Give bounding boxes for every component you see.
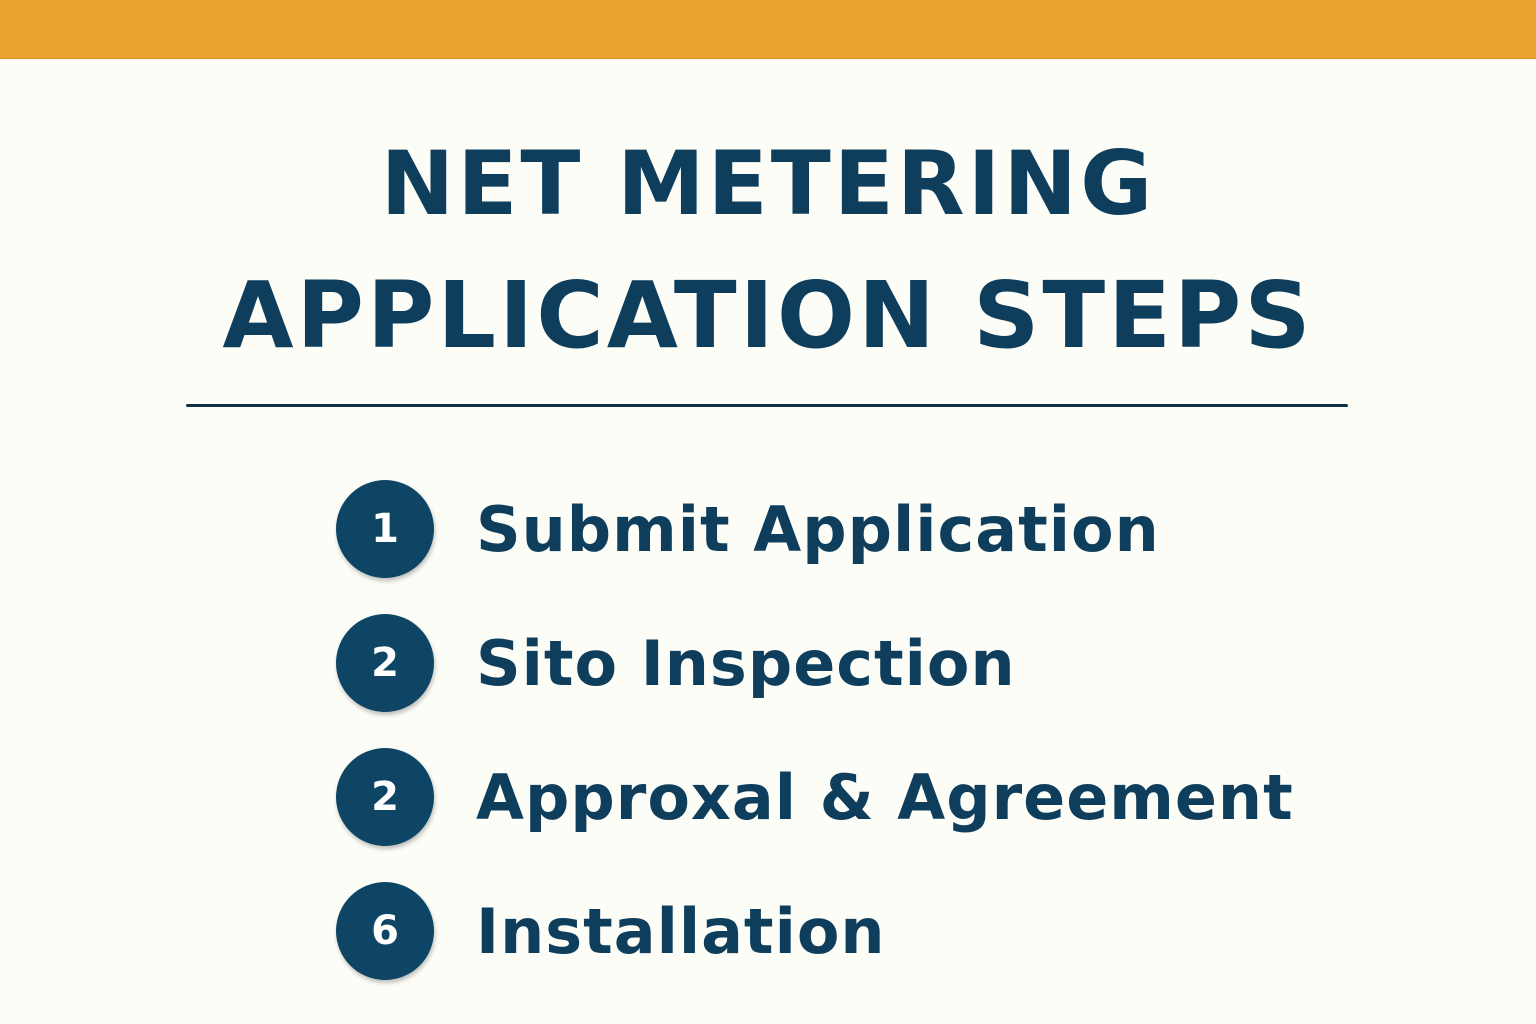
title-line-2: APPLICATION STEPS: [222, 262, 1314, 369]
title-divider: [186, 404, 1348, 407]
title-line-1: NET METERING: [380, 132, 1156, 235]
steps-list: 1 Submit Application 2 Sito Inspection 2…: [336, 462, 1294, 998]
step-number-badge: 1: [336, 480, 434, 578]
step-number-badge: 2: [336, 614, 434, 712]
page-title: NET METERING APPLICATION STEPS: [0, 118, 1536, 382]
step-item: 2 Sito Inspection: [336, 596, 1294, 730]
step-label: Sito Inspection: [476, 626, 1016, 700]
step-item: 6 Installation: [336, 864, 1294, 998]
top-accent-bar: [0, 0, 1536, 59]
step-label: Submit Application: [476, 492, 1160, 566]
step-number-badge: 6: [336, 882, 434, 980]
step-number-badge: 2: [336, 748, 434, 846]
step-item: 2 Approxal & Agreement: [336, 730, 1294, 864]
step-item: 1 Submit Application: [336, 462, 1294, 596]
step-label: Approxal & Agreement: [476, 760, 1294, 834]
step-label: Installation: [476, 894, 886, 968]
